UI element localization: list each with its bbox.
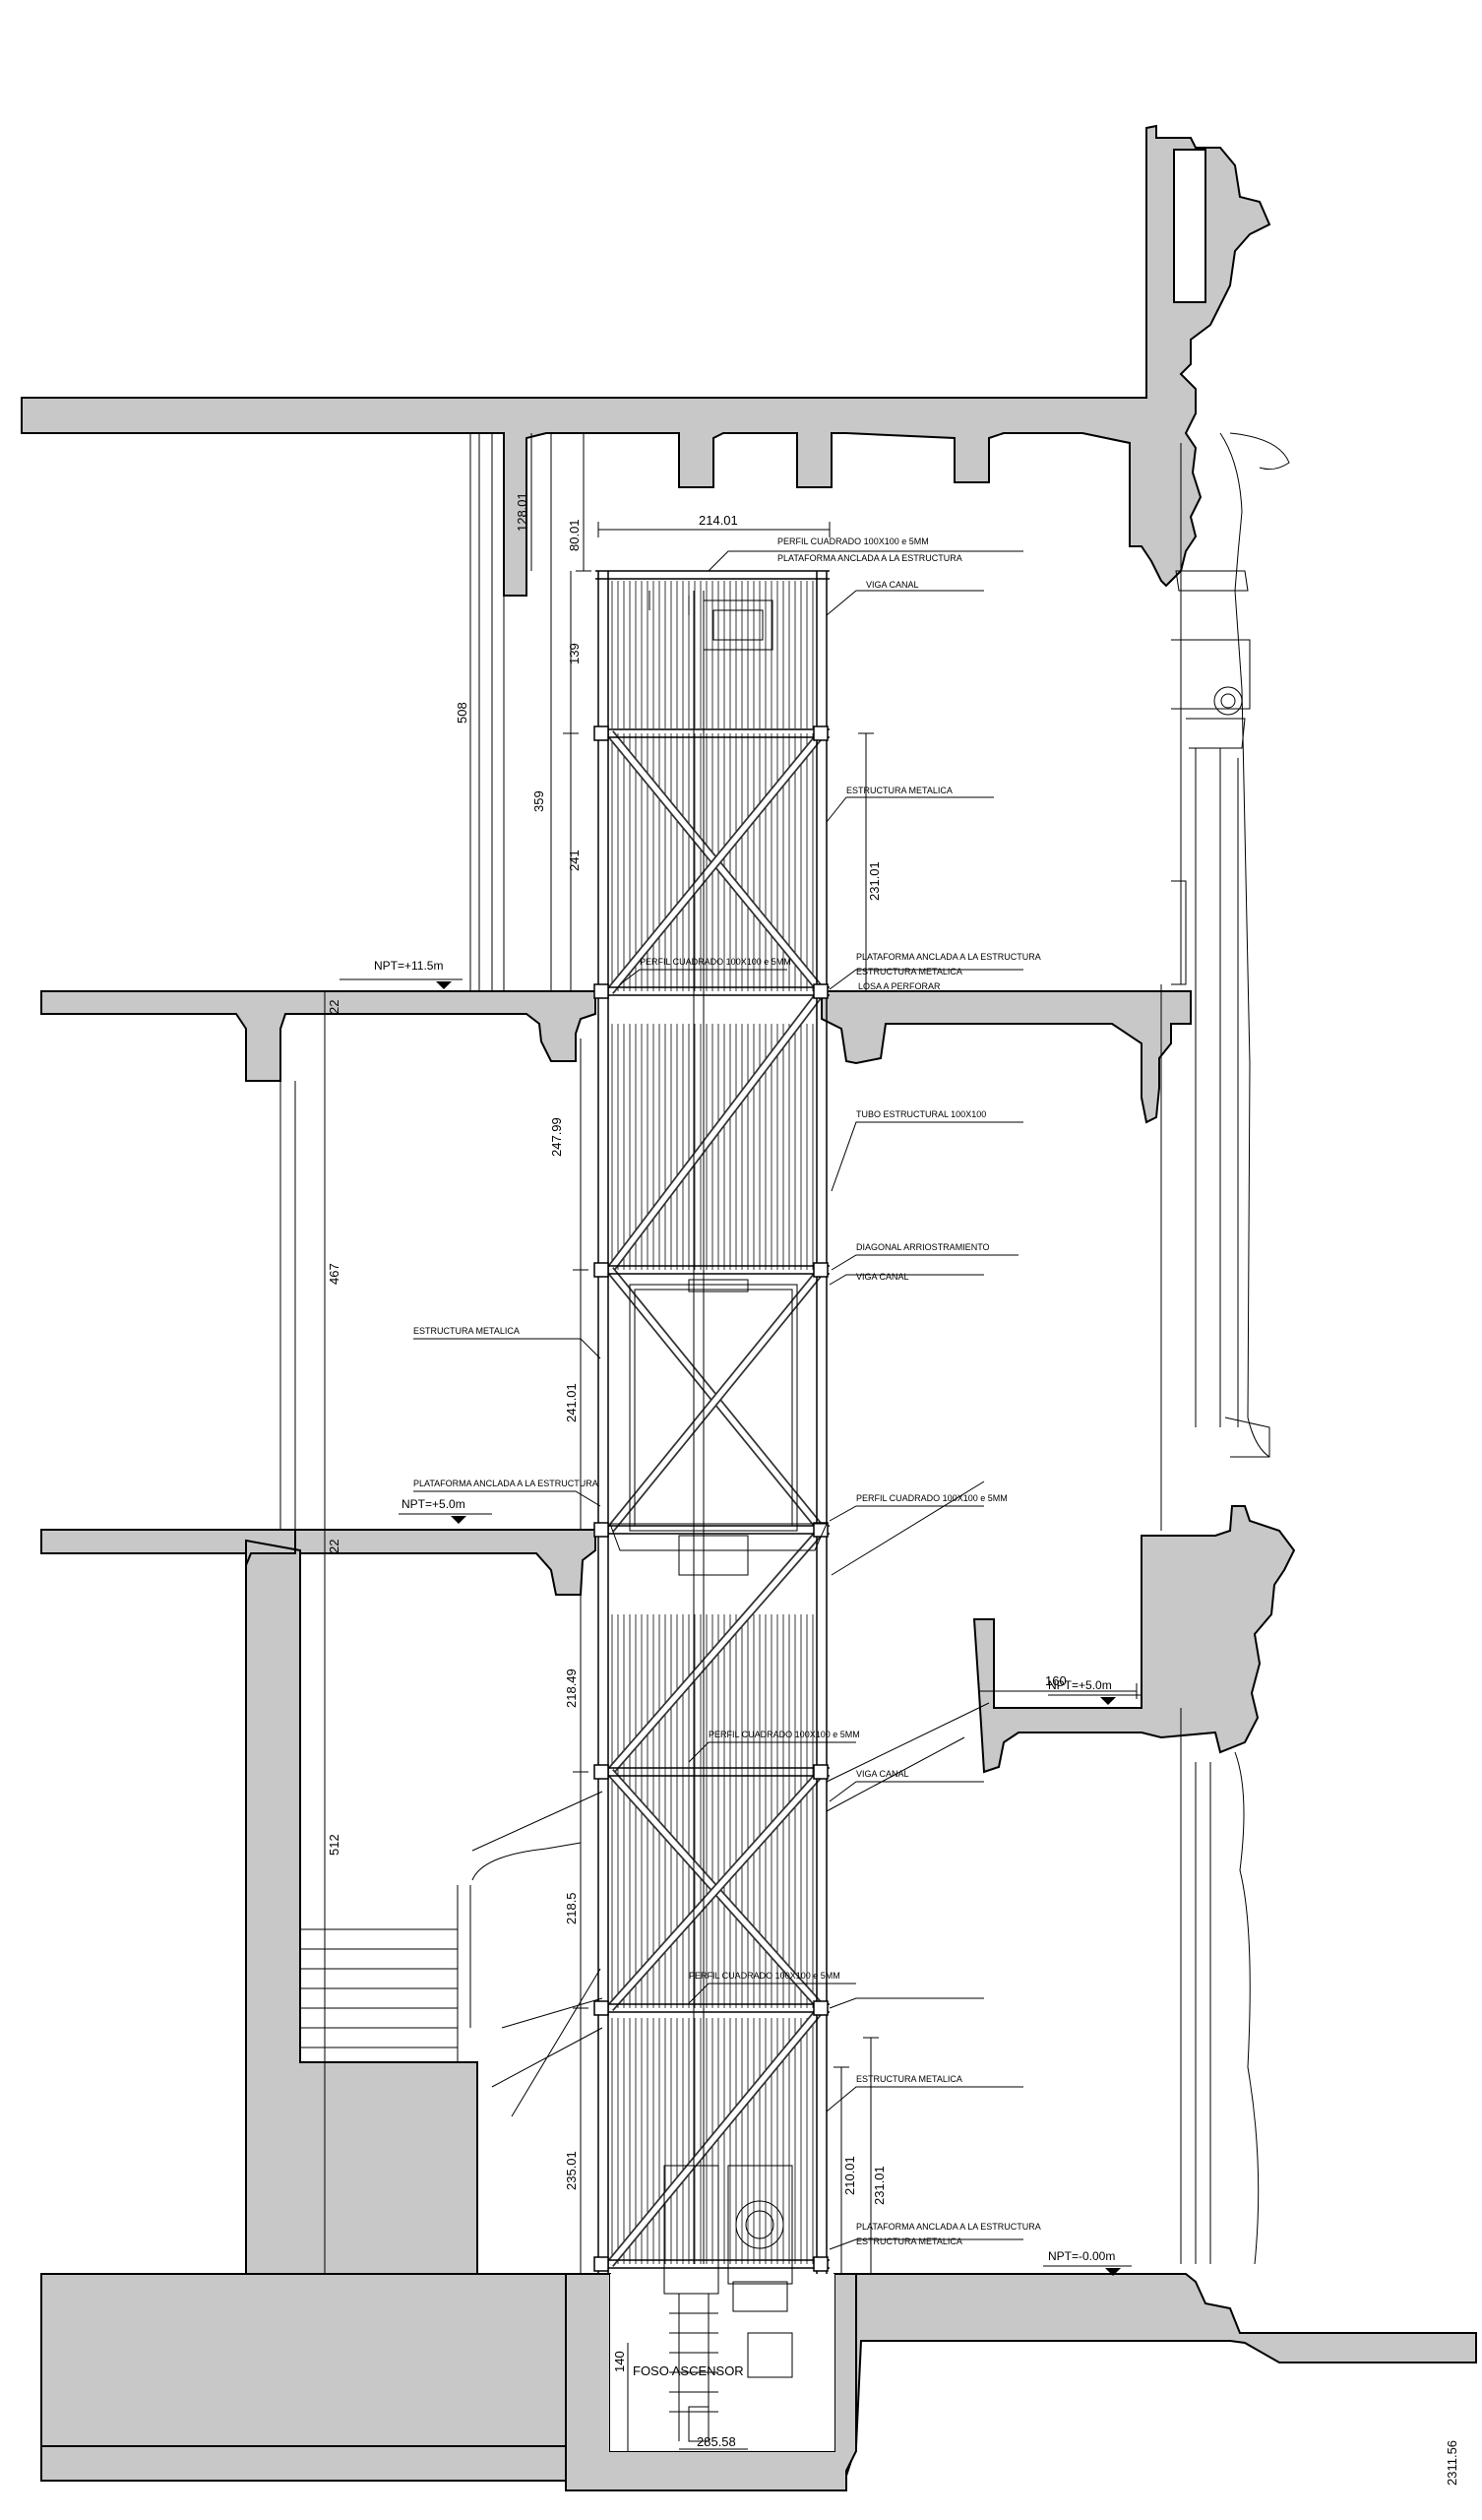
dim-ledge-width: 160 — [1045, 1673, 1067, 1688]
pit-equipment — [663, 2165, 793, 2442]
svg-text:NPT=+11.5m: NPT=+11.5m — [374, 959, 443, 973]
upper-floor-slab — [40, 990, 596, 1082]
elevator-steel-frame — [471, 570, 990, 2442]
level-marker-upper: NPT=+11.5m — [340, 959, 463, 989]
dim-mid-lower: 241.01 — [564, 1383, 579, 1422]
interior-lines — [279, 433, 601, 2117]
dim-pit-right-a: 210.01 — [842, 2156, 857, 2195]
note-20: ESTRUCTURA METALICA — [856, 2236, 962, 2246]
drawing-ref: 2311.56 — [1445, 2440, 1459, 2486]
dim-pit-right-b: 231.01 — [872, 2166, 887, 2205]
dim-lower-total: 512 — [327, 1834, 341, 1856]
facade-ornament — [1160, 432, 1290, 2265]
dim-upper-total: 508 — [455, 702, 469, 724]
frame-joint — [593, 725, 609, 741]
note-11: VIGA CANAL — [856, 1272, 909, 1282]
dim-upper-right: 231.01 — [867, 861, 882, 901]
note-12: ESTRUCTURA METALICA — [413, 1326, 520, 1336]
frame-joint — [813, 2000, 829, 2016]
cross-brace — [607, 1268, 825, 1532]
note-17: PERFIL CUADRADO 100X100 e 5MM — [689, 1971, 840, 1981]
right-pedestal — [972, 1505, 1296, 1774]
dim-lower-mid: 218.5 — [564, 1892, 579, 1924]
dim-slab-mid: 22 — [327, 1540, 341, 1553]
frame-joint — [813, 1522, 829, 1538]
frame-joint — [813, 983, 829, 999]
level-marker-middle: NPT=+5.0m — [399, 1497, 492, 1524]
dim-lower-upper: 218.49 — [564, 1669, 579, 1708]
dim-upper-low: 241 — [567, 850, 582, 871]
diagonal-braces — [606, 730, 826, 2267]
dim-upper-mid: 359 — [531, 790, 546, 812]
frame-joint — [813, 725, 829, 741]
note-18: ESTRUCTURA METALICA — [856, 2074, 962, 2084]
frame-joint — [593, 2256, 609, 2272]
level-marker-right: NPT=+5.0m — [1048, 1678, 1142, 1705]
shaft-hatching — [611, 581, 814, 2264]
ground-slab-right — [834, 2273, 1477, 2477]
note-15: PERFIL CUADRADO 100X100 e 5MM — [709, 1730, 860, 1739]
elevator-cabin — [609, 1279, 828, 1576]
dimension-lines — [324, 432, 1138, 2451]
svg-text:NPT=-0.00m: NPT=-0.00m — [1048, 2249, 1115, 2263]
annotation-leaders — [413, 550, 1023, 2250]
note-3: VIGA CANAL — [866, 580, 919, 590]
frame-joint — [593, 1262, 609, 1278]
cross-brace — [607, 731, 825, 993]
note-8: PERFIL CUADRADO 100X100 e 5MM — [640, 957, 791, 967]
frame-joint — [813, 1764, 829, 1780]
note-14: PERFIL CUADRADO 100X100 e 5MM — [856, 1493, 1008, 1503]
dim-mid-upper: 247.99 — [549, 1117, 564, 1157]
note-1: PERFIL CUADRADO 100X100 e 5MM — [777, 536, 929, 546]
frame-joint — [593, 2000, 609, 2016]
note-13: PLATAFORMA ANCLADA A LA ESTRUCTURA — [413, 1479, 598, 1488]
note-6: ESTRUCTURA METALICA — [856, 967, 962, 976]
frame-joints — [593, 725, 829, 2272]
dim-shaft-width: 214.01 — [699, 513, 738, 528]
parapet-opening — [1173, 149, 1206, 303]
diagonal-brace — [607, 1528, 825, 1774]
note-texts: PERFIL CUADRADO 100X100 e 5MM PLATAFORMA… — [413, 536, 1041, 2246]
note-16: VIGA CANAL — [856, 1769, 909, 1779]
note-9: TUBO ESTRUCTURAL 100X100 — [856, 1109, 986, 1119]
level-markers: NPT=+11.5m NPT=+5.0m NPT=+5.0m NPT=-0.00… — [340, 959, 1142, 2276]
note-5: PLATAFORMA ANCLADA A LA ESTRUCTURA — [856, 952, 1041, 962]
upper-floor-slab-right — [821, 990, 1192, 1124]
note-10: DIAGONAL ARRIOSTRAMIENTO — [856, 1242, 990, 1252]
frame-joint — [593, 1522, 609, 1538]
cross-brace — [607, 1770, 825, 2010]
note-4: ESTRUCTURA METALICA — [846, 786, 953, 795]
dimension-texts: 214.01 80.01 128.01 508 359 139 241 231.… — [327, 492, 1459, 2486]
level-marker-ground: NPT=-0.00m — [1043, 2249, 1132, 2276]
note-7: LOSA A PERFORAR — [858, 981, 941, 991]
frame-joint — [593, 983, 609, 999]
pit-opening — [610, 2274, 834, 2451]
note-19: PLATAFORMA ANCLADA A LA ESTRUCTURA — [856, 2222, 1041, 2232]
frame-joint — [813, 1262, 829, 1278]
dim-mid-total: 467 — [327, 1263, 341, 1285]
diagonal-brace — [607, 2006, 825, 2266]
frame-joint — [593, 1764, 609, 1780]
dim-slab-top: 22 — [327, 1000, 341, 1014]
lower-left-wall — [40, 1529, 611, 2482]
svg-text:NPT=+5.0m: NPT=+5.0m — [401, 1497, 465, 1511]
diagonal-brace — [607, 989, 825, 1272]
frame-joint — [813, 2256, 829, 2272]
building-structure — [21, 124, 1477, 2491]
dim-pit-depth: 140 — [612, 2351, 627, 2372]
pit-label: FOSO ASCENSOR — [633, 2363, 744, 2378]
dim-roof-depth: 128.01 — [515, 492, 529, 532]
svg-text:NPT=+5.0m: NPT=+5.0m — [1048, 1678, 1112, 1692]
dim-pit-bottom: 285.58 — [697, 2434, 736, 2449]
note-2: PLATAFORMA ANCLADA A LA ESTRUCTURA — [777, 553, 962, 563]
dim-top-clearance: 80.01 — [567, 519, 582, 551]
roof-slab — [21, 124, 1271, 597]
dim-upper-frame: 139 — [567, 643, 582, 664]
ground-slab — [40, 2273, 611, 2477]
dim-lower-low: 235.01 — [564, 2151, 579, 2190]
